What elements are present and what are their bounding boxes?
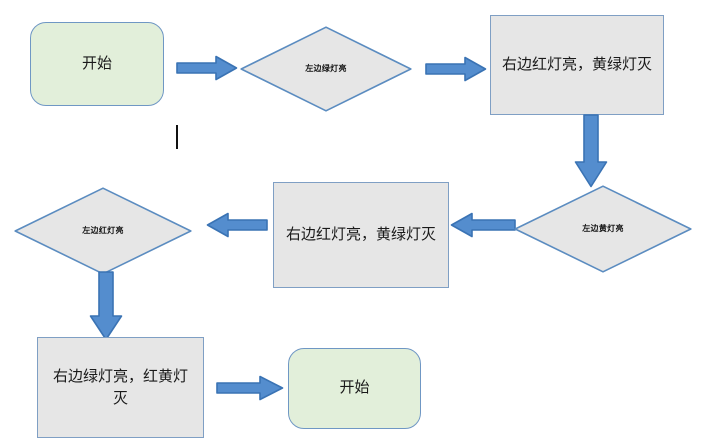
node-start-top-label: 开始 — [81, 54, 112, 72]
node-start-bottom-label: 开始 — [339, 379, 370, 397]
connector-arrow-left-2[interactable] — [450, 212, 516, 238]
node-decision-left-green-light[interactable]: 左边绿灯亮 — [240, 26, 412, 112]
connector-arrow-down-2[interactable] — [89, 271, 123, 341]
text-cursor-caret — [176, 125, 178, 149]
node-start-top[interactable]: 开始 — [30, 22, 164, 106]
node-decision-left-green-light-label: 左边绿灯亮 — [305, 64, 347, 74]
node-decision-left-red-light-label: 左边红灯亮 — [82, 226, 124, 236]
connector-arrow-right-3[interactable] — [216, 375, 284, 401]
node-process-right-red-top-label: 右边红灯亮，黄绿灯灭 — [501, 56, 652, 74]
node-process-right-red-mid-label: 右边红灯亮，黄绿灯灭 — [285, 226, 436, 244]
connector-arrow-right-1[interactable] — [176, 55, 238, 81]
connector-arrow-down-1[interactable] — [574, 114, 608, 188]
node-process-right-green-label: 右边绿灯亮，红黄灯灭 — [52, 367, 188, 407]
node-decision-left-yellow-light-label: 左边黄灯亮 — [582, 224, 624, 234]
node-process-right-red-mid[interactable]: 右边红灯亮，黄绿灯灭 — [273, 182, 449, 288]
node-start-bottom[interactable]: 开始 — [288, 348, 421, 429]
connector-arrow-left-1[interactable] — [206, 212, 268, 238]
node-process-right-green[interactable]: 右边绿灯亮，红黄灯灭 — [37, 337, 204, 438]
node-process-right-red-top[interactable]: 右边红灯亮，黄绿灯灭 — [490, 15, 664, 115]
node-decision-left-red-light[interactable]: 左边红灯亮 — [14, 187, 192, 275]
connector-arrow-right-2[interactable] — [425, 56, 487, 82]
node-decision-left-yellow-light[interactable]: 左边黄灯亮 — [514, 185, 692, 273]
